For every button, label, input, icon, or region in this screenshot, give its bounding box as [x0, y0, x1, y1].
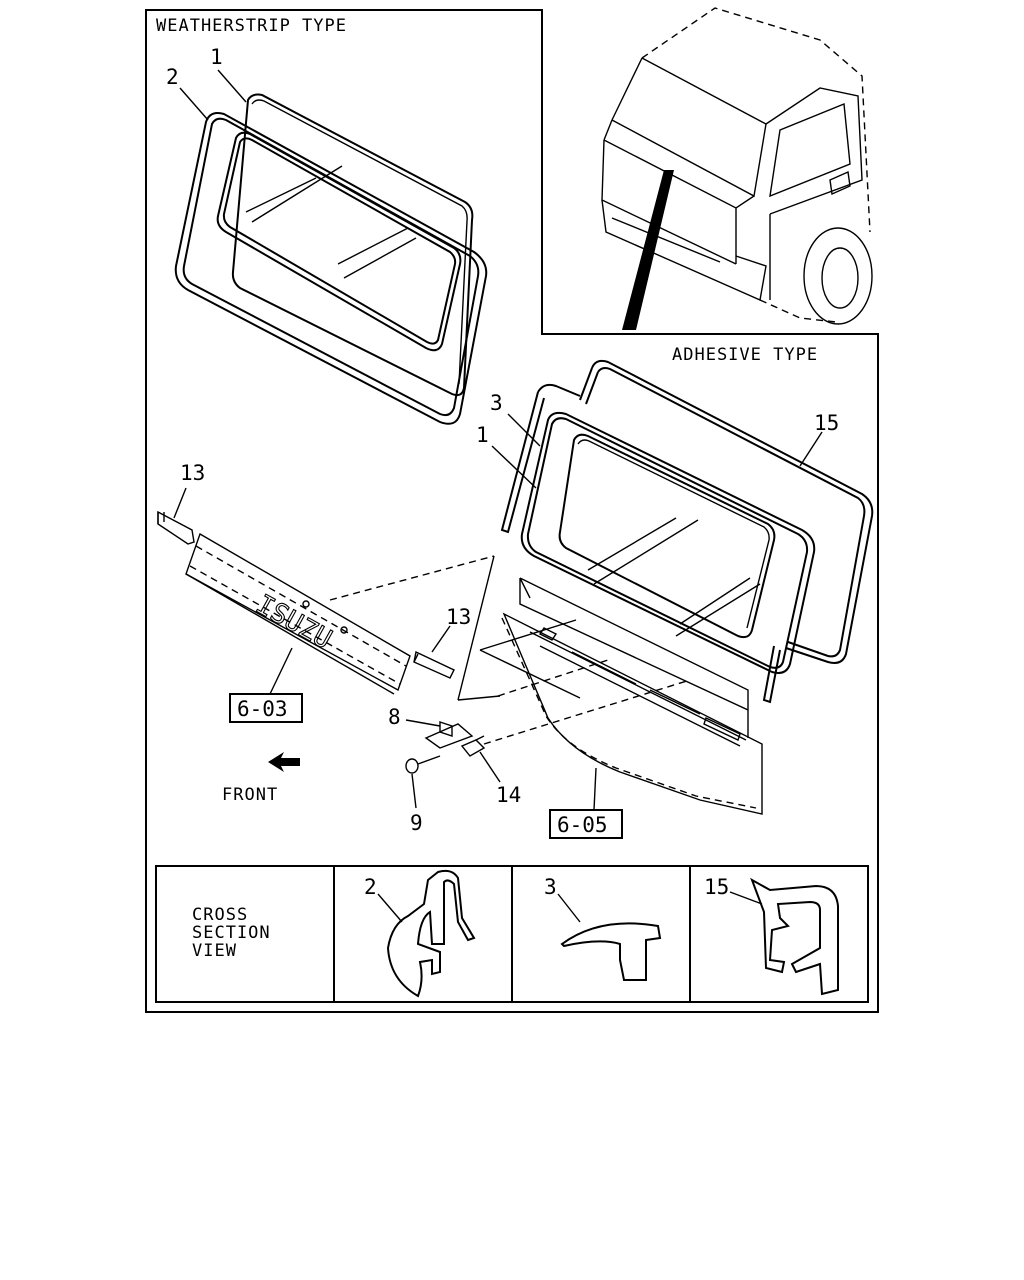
- screw-9-leader: [411, 773, 417, 809]
- diagram-border: [145, 9, 879, 1013]
- clip-8: [439, 721, 453, 737]
- ws-callout-2: 2: [166, 65, 179, 89]
- assembly-guide-lines: [329, 555, 691, 749]
- cross-section-title-line-2: SECTION: [192, 923, 271, 943]
- ad-seal-15: [579, 359, 874, 664]
- end-cap-right-leader: [431, 625, 451, 653]
- ad-callout-3: 3: [490, 391, 503, 415]
- panel-ref-box: [549, 809, 623, 839]
- ws-callout-1-leader: [217, 69, 247, 103]
- fastener-14-callout: 14: [496, 783, 521, 807]
- cowl-panel-6-05: [501, 577, 763, 815]
- cross-section-title-line-3: VIEW: [192, 941, 237, 961]
- cross-section-2-profile: [386, 869, 476, 998]
- end-cap-left: [157, 510, 195, 545]
- cross-section-15-callout: 15: [704, 875, 729, 899]
- grille-ref-leader: [269, 647, 293, 695]
- ws-callout-1: 1: [210, 45, 223, 69]
- cross-section-3-callout: 3: [544, 875, 557, 899]
- panel-ref-leader: [593, 767, 597, 811]
- fastener-14-leader: [479, 751, 501, 783]
- cross-section-title-line-1: CROSS: [192, 905, 248, 925]
- end-cap-left-leader: [173, 487, 187, 519]
- ws-callout-2-leader: [179, 87, 209, 121]
- front-arrow-icon: [268, 752, 300, 772]
- ws-weatherstrip-frame: [174, 112, 488, 425]
- cross-section-15-leader: [729, 891, 763, 905]
- cross-section-15-profile: [750, 877, 839, 996]
- clip-8-leader: [405, 719, 441, 727]
- front-grille-6-03: ISUZU: [185, 532, 411, 695]
- cross-section-3-profile: [560, 922, 662, 981]
- ad-callout-1: 1: [476, 423, 489, 447]
- ad-callout-3-leader: [507, 413, 541, 447]
- grille-logo: ISUZU: [251, 589, 337, 656]
- end-cap-right: [413, 650, 455, 679]
- clip-8-callout: 8: [388, 705, 401, 729]
- grille-ref-box: [229, 693, 303, 723]
- fastener-14: [460, 735, 486, 757]
- cross-section-2-callout: 2: [364, 875, 377, 899]
- cross-section-3-leader: [557, 893, 581, 923]
- grille-ref: 6-03: [237, 697, 288, 721]
- weatherstrip-type-title: WEATHERSTRIP TYPE: [156, 16, 347, 36]
- ad-glass-1: [520, 411, 816, 674]
- ad-callout-1-leader: [491, 445, 537, 489]
- cross-section-2-leader: [377, 893, 403, 923]
- cross-section-table: [155, 865, 869, 1003]
- end-cap-left-callout: 13: [180, 461, 205, 485]
- ad-callout-15-leader: [799, 431, 823, 467]
- panel-ref: 6-05: [557, 813, 608, 837]
- screw-9-callout: 9: [410, 811, 423, 835]
- ad-callout-15: 15: [814, 411, 839, 435]
- end-cap-right-callout: 13: [446, 605, 471, 629]
- front-label: FRONT: [222, 785, 278, 805]
- screw-9: [405, 755, 441, 774]
- adhesive-type-title: ADHESIVE TYPE: [672, 345, 818, 365]
- ad-dam-3: [500, 383, 781, 704]
- truck-cab-illustration: [601, 7, 873, 330]
